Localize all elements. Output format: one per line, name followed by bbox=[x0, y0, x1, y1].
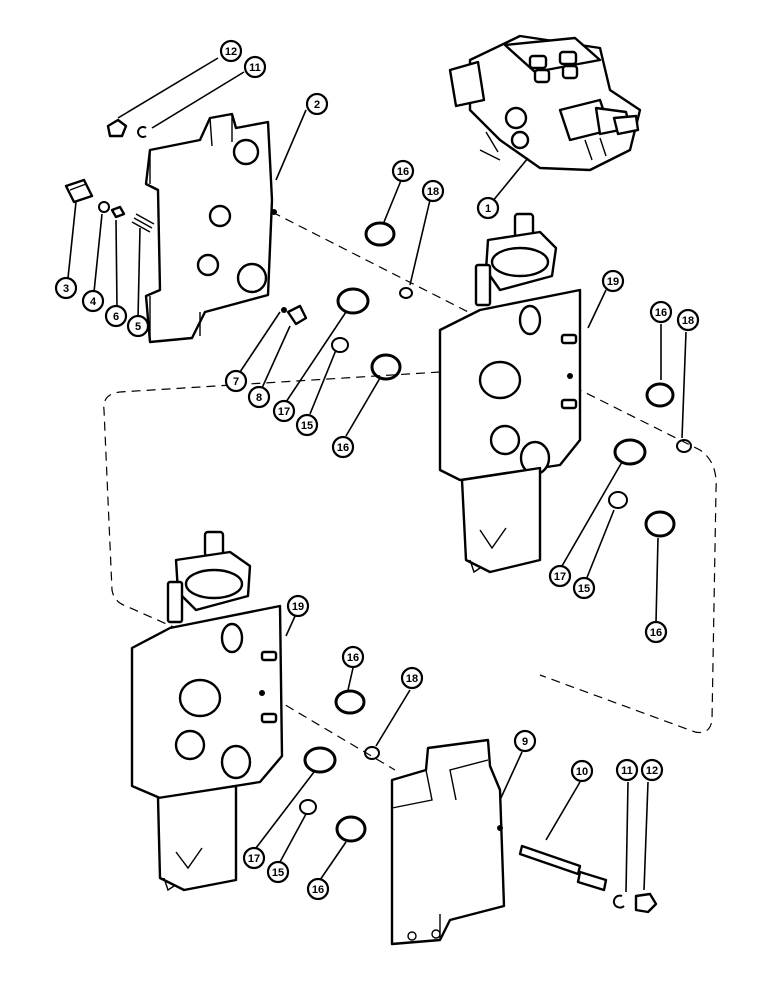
callout-4: 4 bbox=[81, 289, 105, 313]
callout-15a: 15 bbox=[295, 413, 319, 437]
callout-1: 1 bbox=[476, 196, 500, 220]
callout-7: 7 bbox=[224, 369, 248, 393]
callout-18b: 18 bbox=[676, 308, 700, 332]
svg-text:17: 17 bbox=[278, 406, 290, 418]
callout-12b: 12 bbox=[640, 758, 664, 782]
callout-16e: 16 bbox=[341, 645, 365, 669]
callout-19b: 19 bbox=[286, 594, 310, 618]
svg-text:16: 16 bbox=[655, 307, 667, 319]
callout-19a: 19 bbox=[601, 269, 625, 293]
outlet-end-cover bbox=[390, 738, 506, 946]
svg-text:1: 1 bbox=[485, 203, 491, 215]
callout-9: 9 bbox=[513, 729, 537, 753]
svg-text:11: 11 bbox=[621, 765, 633, 777]
callout-11b: 11 bbox=[615, 758, 639, 782]
tie-stud-hardware bbox=[518, 844, 658, 914]
callout-16d: 16 bbox=[644, 620, 668, 644]
control-section-upper bbox=[438, 212, 582, 574]
relief-valve-small-parts bbox=[64, 118, 308, 326]
callout-18a: 18 bbox=[421, 179, 445, 203]
callout-6: 6 bbox=[104, 304, 128, 328]
svg-text:5: 5 bbox=[135, 321, 141, 333]
callout-17a: 17 bbox=[272, 399, 296, 423]
seal-rings-upper bbox=[331, 221, 413, 381]
callout-17b: 17 bbox=[548, 564, 572, 588]
svg-text:18: 18 bbox=[406, 673, 418, 685]
svg-text:16: 16 bbox=[337, 442, 349, 454]
callout-16c: 16 bbox=[649, 300, 673, 324]
svg-text:4: 4 bbox=[90, 296, 97, 308]
svg-text:16: 16 bbox=[397, 166, 409, 178]
callout-18c: 18 bbox=[400, 666, 424, 690]
svg-text:16: 16 bbox=[347, 652, 359, 664]
callout-16f: 16 bbox=[306, 877, 330, 901]
svg-text:18: 18 bbox=[427, 186, 439, 198]
callout-2: 2 bbox=[305, 92, 329, 116]
svg-text:9: 9 bbox=[522, 736, 528, 748]
callout-5: 5 bbox=[126, 314, 150, 338]
inlet-end-cover bbox=[144, 112, 277, 344]
seal-rings-right bbox=[608, 382, 692, 538]
control-section-lower bbox=[130, 530, 284, 892]
svg-text:2: 2 bbox=[314, 99, 320, 111]
callout-11a: 11 bbox=[243, 55, 267, 79]
svg-text:15: 15 bbox=[272, 867, 284, 879]
svg-text:16: 16 bbox=[650, 627, 662, 639]
assembled-control-valve bbox=[448, 34, 642, 172]
callout-17c: 17 bbox=[242, 846, 266, 870]
callout-15c: 15 bbox=[266, 860, 290, 884]
callout-3: 3 bbox=[54, 276, 78, 300]
svg-text:18: 18 bbox=[682, 315, 694, 327]
svg-text:17: 17 bbox=[554, 571, 566, 583]
callout-16b: 16 bbox=[331, 435, 355, 459]
svg-text:15: 15 bbox=[578, 583, 590, 595]
seal-rings-lower bbox=[299, 689, 380, 843]
callout-balloons: 12 11 2 1 16 18 3 4 6 5 7 8 17 15 16 19 … bbox=[54, 39, 700, 901]
callout-8: 8 bbox=[247, 385, 271, 409]
callout-10: 10 bbox=[570, 759, 594, 783]
svg-text:15: 15 bbox=[301, 420, 313, 432]
svg-text:11: 11 bbox=[249, 62, 261, 74]
svg-text:3: 3 bbox=[63, 283, 69, 295]
svg-text:17: 17 bbox=[248, 853, 260, 865]
callout-15b: 15 bbox=[572, 576, 596, 600]
svg-text:19: 19 bbox=[292, 601, 304, 613]
svg-text:8: 8 bbox=[256, 392, 262, 404]
svg-text:12: 12 bbox=[646, 765, 658, 777]
svg-text:12: 12 bbox=[225, 46, 237, 58]
callout-16a: 16 bbox=[391, 159, 415, 183]
svg-text:6: 6 bbox=[113, 311, 119, 323]
assembly-dashed-lines bbox=[103, 211, 717, 771]
svg-text:7: 7 bbox=[233, 376, 239, 388]
svg-text:16: 16 bbox=[312, 884, 324, 896]
leader-lines bbox=[67, 57, 687, 893]
svg-text:19: 19 bbox=[607, 276, 619, 288]
callout-12a: 12 bbox=[219, 39, 243, 63]
svg-text:10: 10 bbox=[576, 766, 588, 778]
